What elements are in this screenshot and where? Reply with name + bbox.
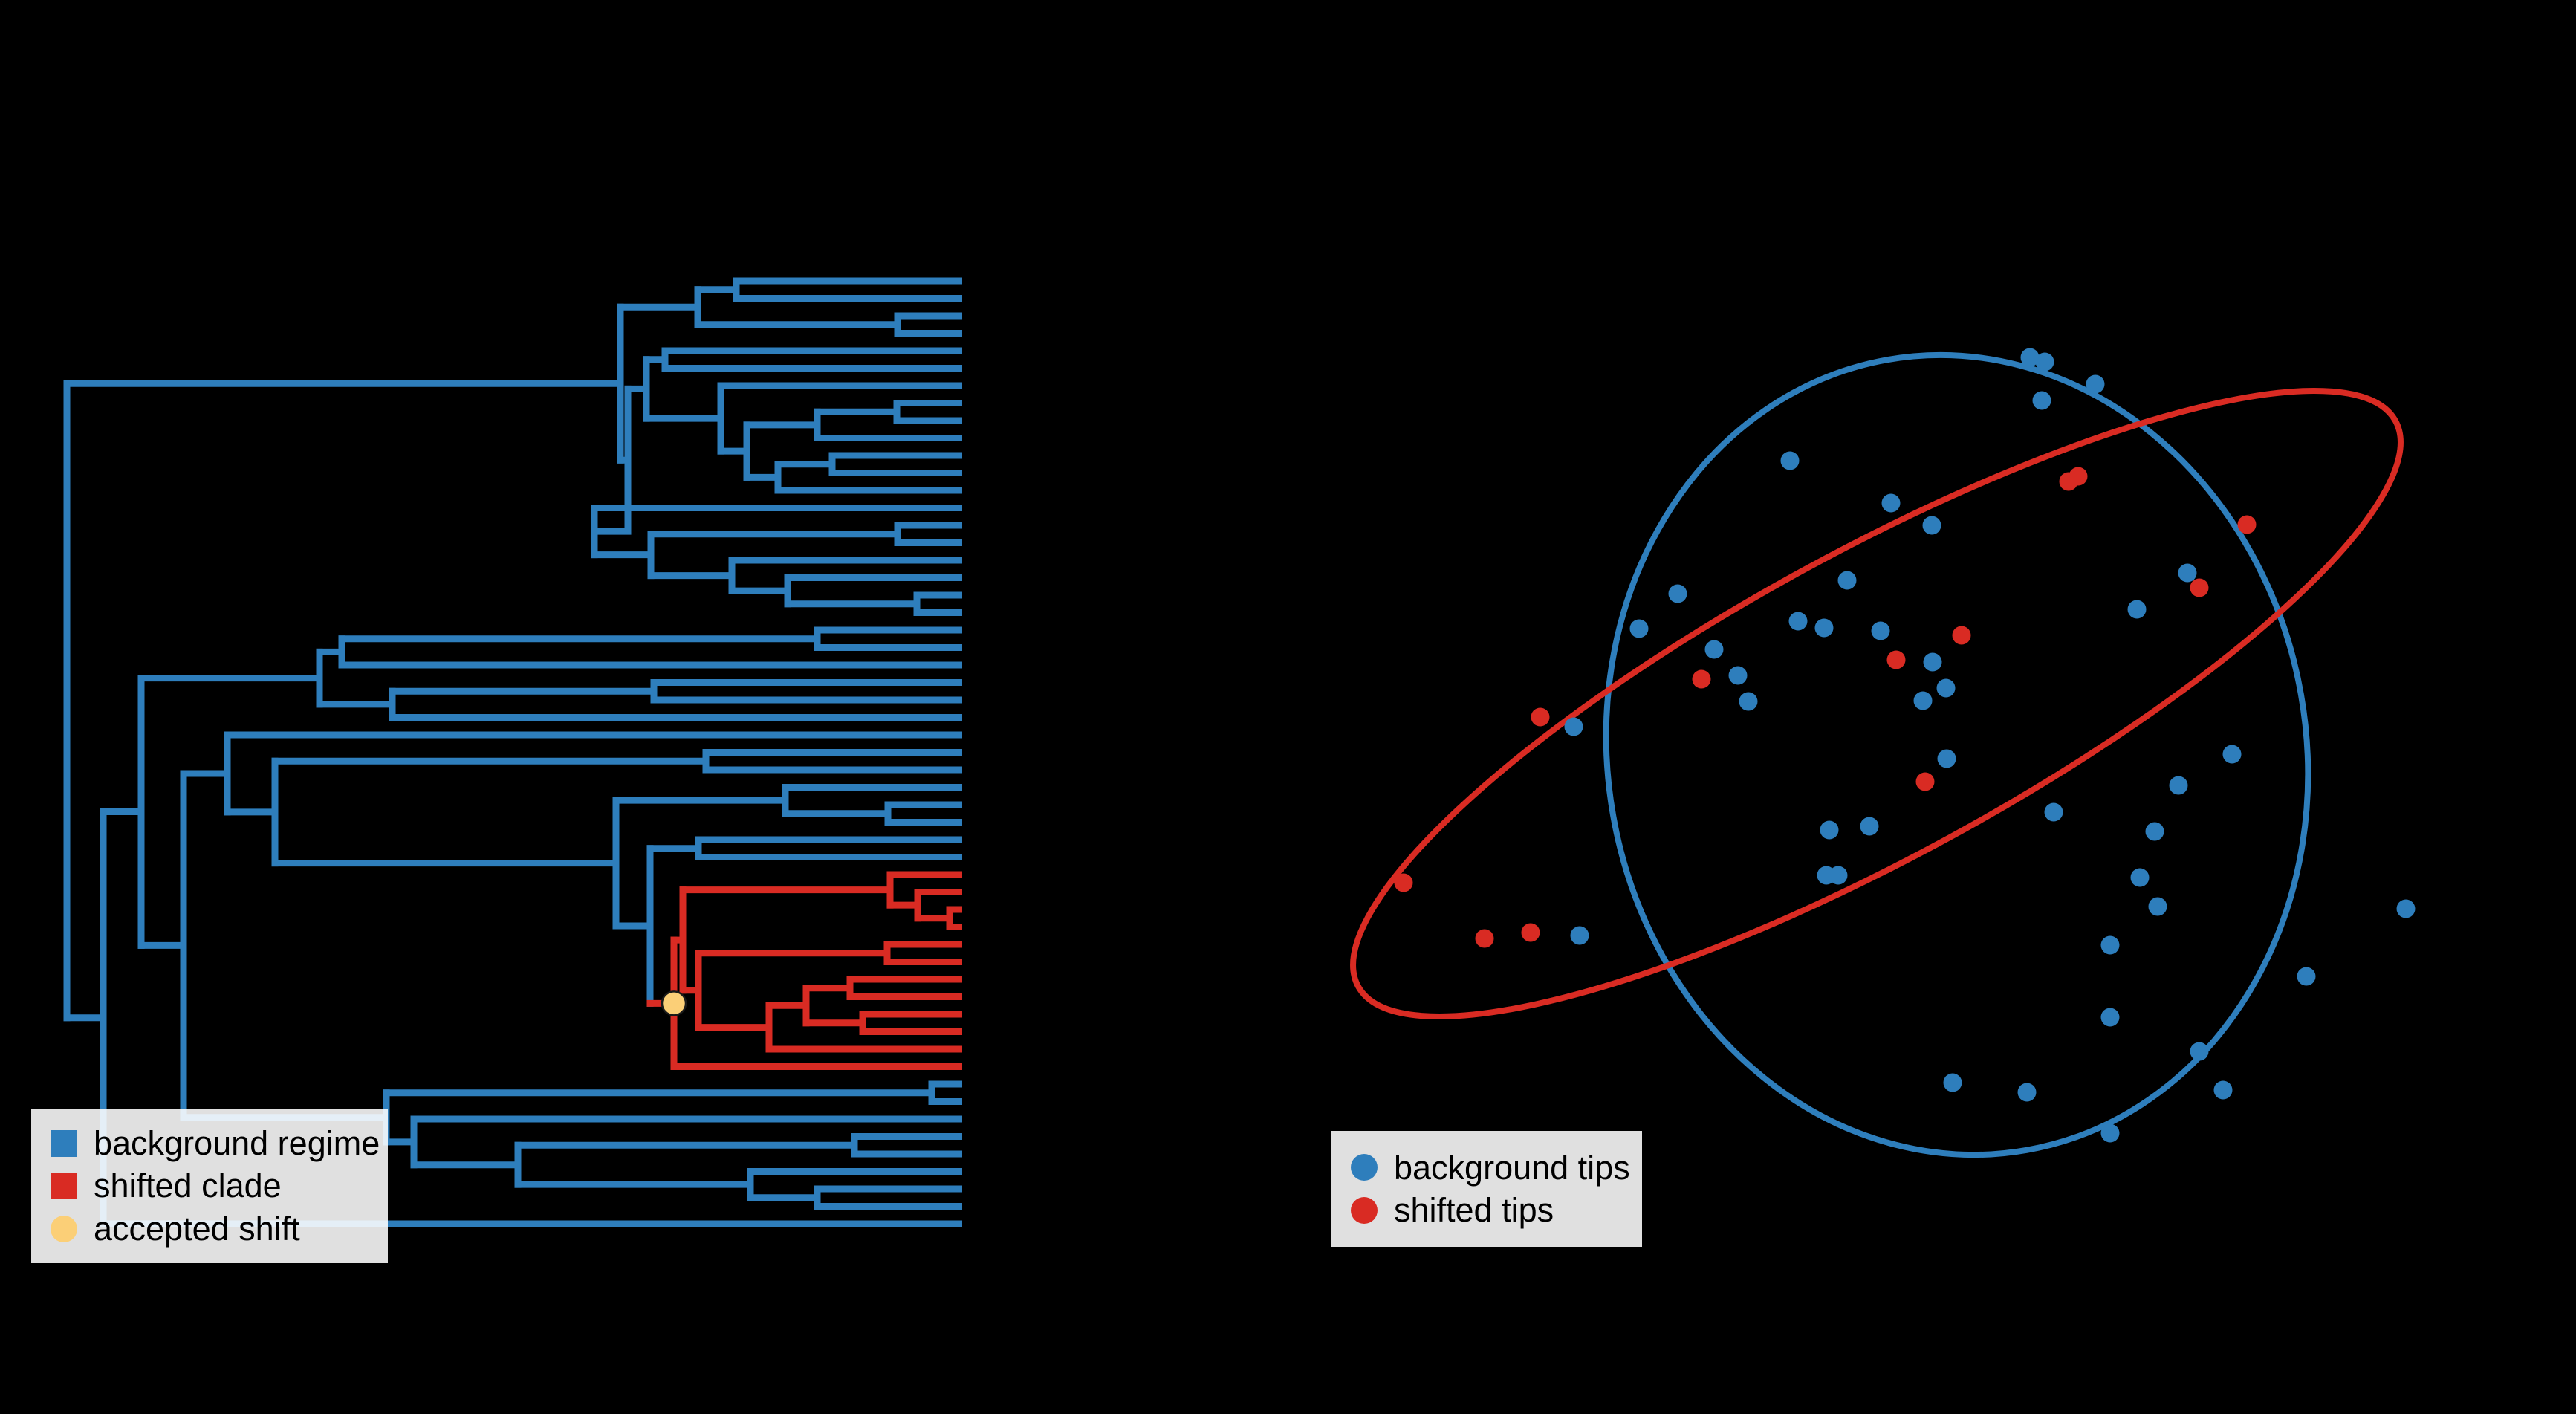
- square-swatch-icon: [51, 1129, 77, 1157]
- circle-swatch-icon: [51, 1215, 77, 1242]
- scatter-point-background: [2396, 899, 2416, 918]
- scatter-point-background: [1728, 666, 1748, 685]
- scatter-point-background: [1814, 618, 1834, 638]
- scatter-point-shifted: [1521, 923, 1540, 942]
- scatter-point-background: [2297, 967, 2316, 986]
- scatter-point-background: [1881, 493, 1901, 513]
- scatter-point-background: [2100, 935, 2120, 955]
- scatter-point-shifted: [2237, 515, 2257, 534]
- scatter-point-background: [1837, 571, 1857, 590]
- legend-label: background tips: [1394, 1148, 1630, 1187]
- scatter-point-background: [1943, 1073, 1962, 1092]
- legend-label: background regime: [94, 1123, 380, 1162]
- scatter-point-background: [1913, 691, 1933, 710]
- scatter-point-shifted: [2069, 467, 2088, 486]
- scatter-point-background: [2035, 352, 2054, 372]
- legend-item-shifted-clade: shifted clade: [51, 1167, 388, 1204]
- scatter-point-shifted: [1952, 626, 1971, 645]
- scatter-point-background: [2127, 600, 2147, 619]
- scatter-point-background: [1780, 451, 1800, 470]
- scatter-point-background: [2032, 391, 2051, 410]
- legend-item-background-regime: background regime: [51, 1125, 388, 1162]
- scatter-point-shifted: [1531, 707, 1550, 727]
- phylogenetic-tree: [63, 277, 962, 1227]
- scatter-point-background: [2190, 1042, 2209, 1061]
- confidence-ellipse-background: [1603, 351, 2311, 1158]
- scatter-point-background: [1788, 612, 1808, 631]
- accepted-shift-marker: [661, 990, 687, 1016]
- scatter-point-background: [1704, 640, 1724, 659]
- scatter-point-shifted: [2190, 578, 2209, 597]
- legend-item-background-tips: background tips: [1351, 1149, 1642, 1187]
- scatter-point-background: [2086, 374, 2105, 394]
- scatter-point-background: [1923, 652, 1942, 672]
- scatter-point-background: [1629, 619, 1649, 638]
- legend-label: shifted clade: [94, 1167, 282, 1205]
- scatter-point-background: [2222, 745, 2242, 764]
- scatter-point-background: [1570, 926, 1589, 945]
- scatter-point-shifted: [1915, 772, 1935, 791]
- scatter-point-shifted: [1394, 873, 1413, 892]
- legend-label: accepted shift: [94, 1209, 300, 1248]
- scatter-point-background: [1668, 584, 1687, 603]
- circle-swatch-icon: [1351, 1154, 1378, 1181]
- scatter-point-background: [1871, 621, 1890, 640]
- scatter-point-background: [2145, 822, 2164, 841]
- scatter-point-shifted: [1692, 669, 1711, 689]
- scatter-point-background: [1860, 817, 1879, 836]
- legend-item-accepted-shift: accepted shift: [51, 1210, 388, 1248]
- confidence-ellipse-shifted: [1350, 388, 2404, 1019]
- scatter-point-background: [2100, 1123, 2120, 1143]
- scatter-point-background: [1564, 717, 1583, 736]
- scatter-point-shifted: [1475, 929, 1494, 948]
- scatter-point-background: [2020, 348, 2040, 367]
- square-swatch-icon: [51, 1173, 77, 1199]
- circle-swatch-icon: [1351, 1196, 1378, 1224]
- scatter-point-background: [2100, 1008, 2120, 1027]
- tree-legend: background regime shifted clade accepted…: [31, 1109, 388, 1263]
- scatter-point-shifted: [1886, 650, 1906, 669]
- scatter-point-background: [1922, 516, 1941, 535]
- scatter-point-background: [2178, 563, 2197, 583]
- scatter-point-background: [2044, 802, 2063, 822]
- legend-item-shifted-tips: shifted tips: [1351, 1192, 1642, 1229]
- scatter-point-background: [1820, 820, 1839, 840]
- scatter-point-background: [1937, 749, 1956, 768]
- scatter-point-background: [2017, 1083, 2037, 1102]
- legend-label: shifted tips: [1394, 1191, 1554, 1229]
- scatter-point-background: [2169, 776, 2188, 795]
- scatter-plot: [1350, 348, 2416, 1158]
- scatter-point-background: [1936, 678, 1956, 698]
- scatter-point-background: [1829, 866, 1848, 885]
- scatter-point-background: [2130, 868, 2150, 887]
- scatter-point-background: [1739, 692, 1758, 711]
- scatter-legend: background tips shifted tips: [1331, 1131, 1642, 1247]
- scatter-point-background: [2148, 897, 2167, 916]
- scatter-point-background: [2213, 1080, 2233, 1100]
